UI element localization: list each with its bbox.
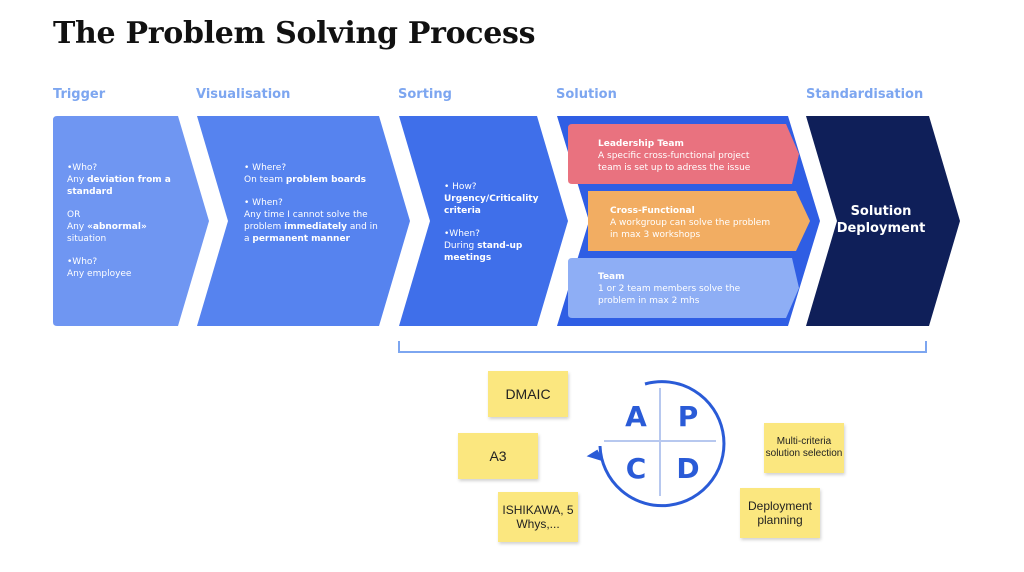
- sticky-deployment-planning: Deployment planning: [740, 488, 820, 538]
- page-title: The Problem Solving Process: [53, 16, 536, 51]
- pdca-letter-a: A: [625, 400, 647, 433]
- pdca-letter-p: P: [677, 400, 699, 433]
- stage-label-trigger: Trigger: [53, 87, 106, 102]
- card-leadership-text: Leadership Team A specific cross-functio…: [598, 139, 751, 173]
- pdca-letter-d: D: [676, 452, 700, 485]
- stage-label-sorting: Sorting: [398, 87, 452, 102]
- card-team: [568, 258, 799, 318]
- stage-label-solution: Solution: [556, 87, 617, 102]
- chevron-standardisation: [806, 116, 960, 326]
- scope-bracket: [398, 341, 927, 353]
- visualisation-content: • Where? On team problem boards • When? …: [244, 163, 378, 244]
- card-cross-functional: [588, 191, 810, 251]
- sorting-content: • How? Urgency/Criticality criteria •Whe…: [444, 182, 539, 263]
- pdca-cycle: [586, 380, 726, 508]
- pdca-letter-c: C: [625, 452, 647, 485]
- trigger-content: •Who? Any deviation from a standard OR A…: [67, 163, 171, 279]
- stage-label-visualisation: Visualisation: [196, 87, 291, 102]
- card-cross-functional-text: Cross-Functional A workgroup can solve t…: [610, 206, 771, 240]
- chevron-trigger: [53, 116, 209, 326]
- sticky-ishikawa: ISHIKAWA, 5 Whys,...: [498, 492, 578, 542]
- card-leadership: [568, 124, 799, 184]
- standardisation-text: Solution Deployment: [836, 204, 926, 236]
- stage-label-standardisation: Standardisation: [806, 87, 924, 102]
- sticky-multi-criteria: Multi-criteria solution selection: [764, 423, 844, 473]
- chevron-visualisation: [197, 116, 410, 326]
- sticky-dmaic: DMAIC: [488, 371, 568, 417]
- card-team-text: Team 1 or 2 team members solve the probl…: [598, 272, 741, 306]
- chevron-sorting: [399, 116, 568, 326]
- sticky-a3: A3: [458, 433, 538, 479]
